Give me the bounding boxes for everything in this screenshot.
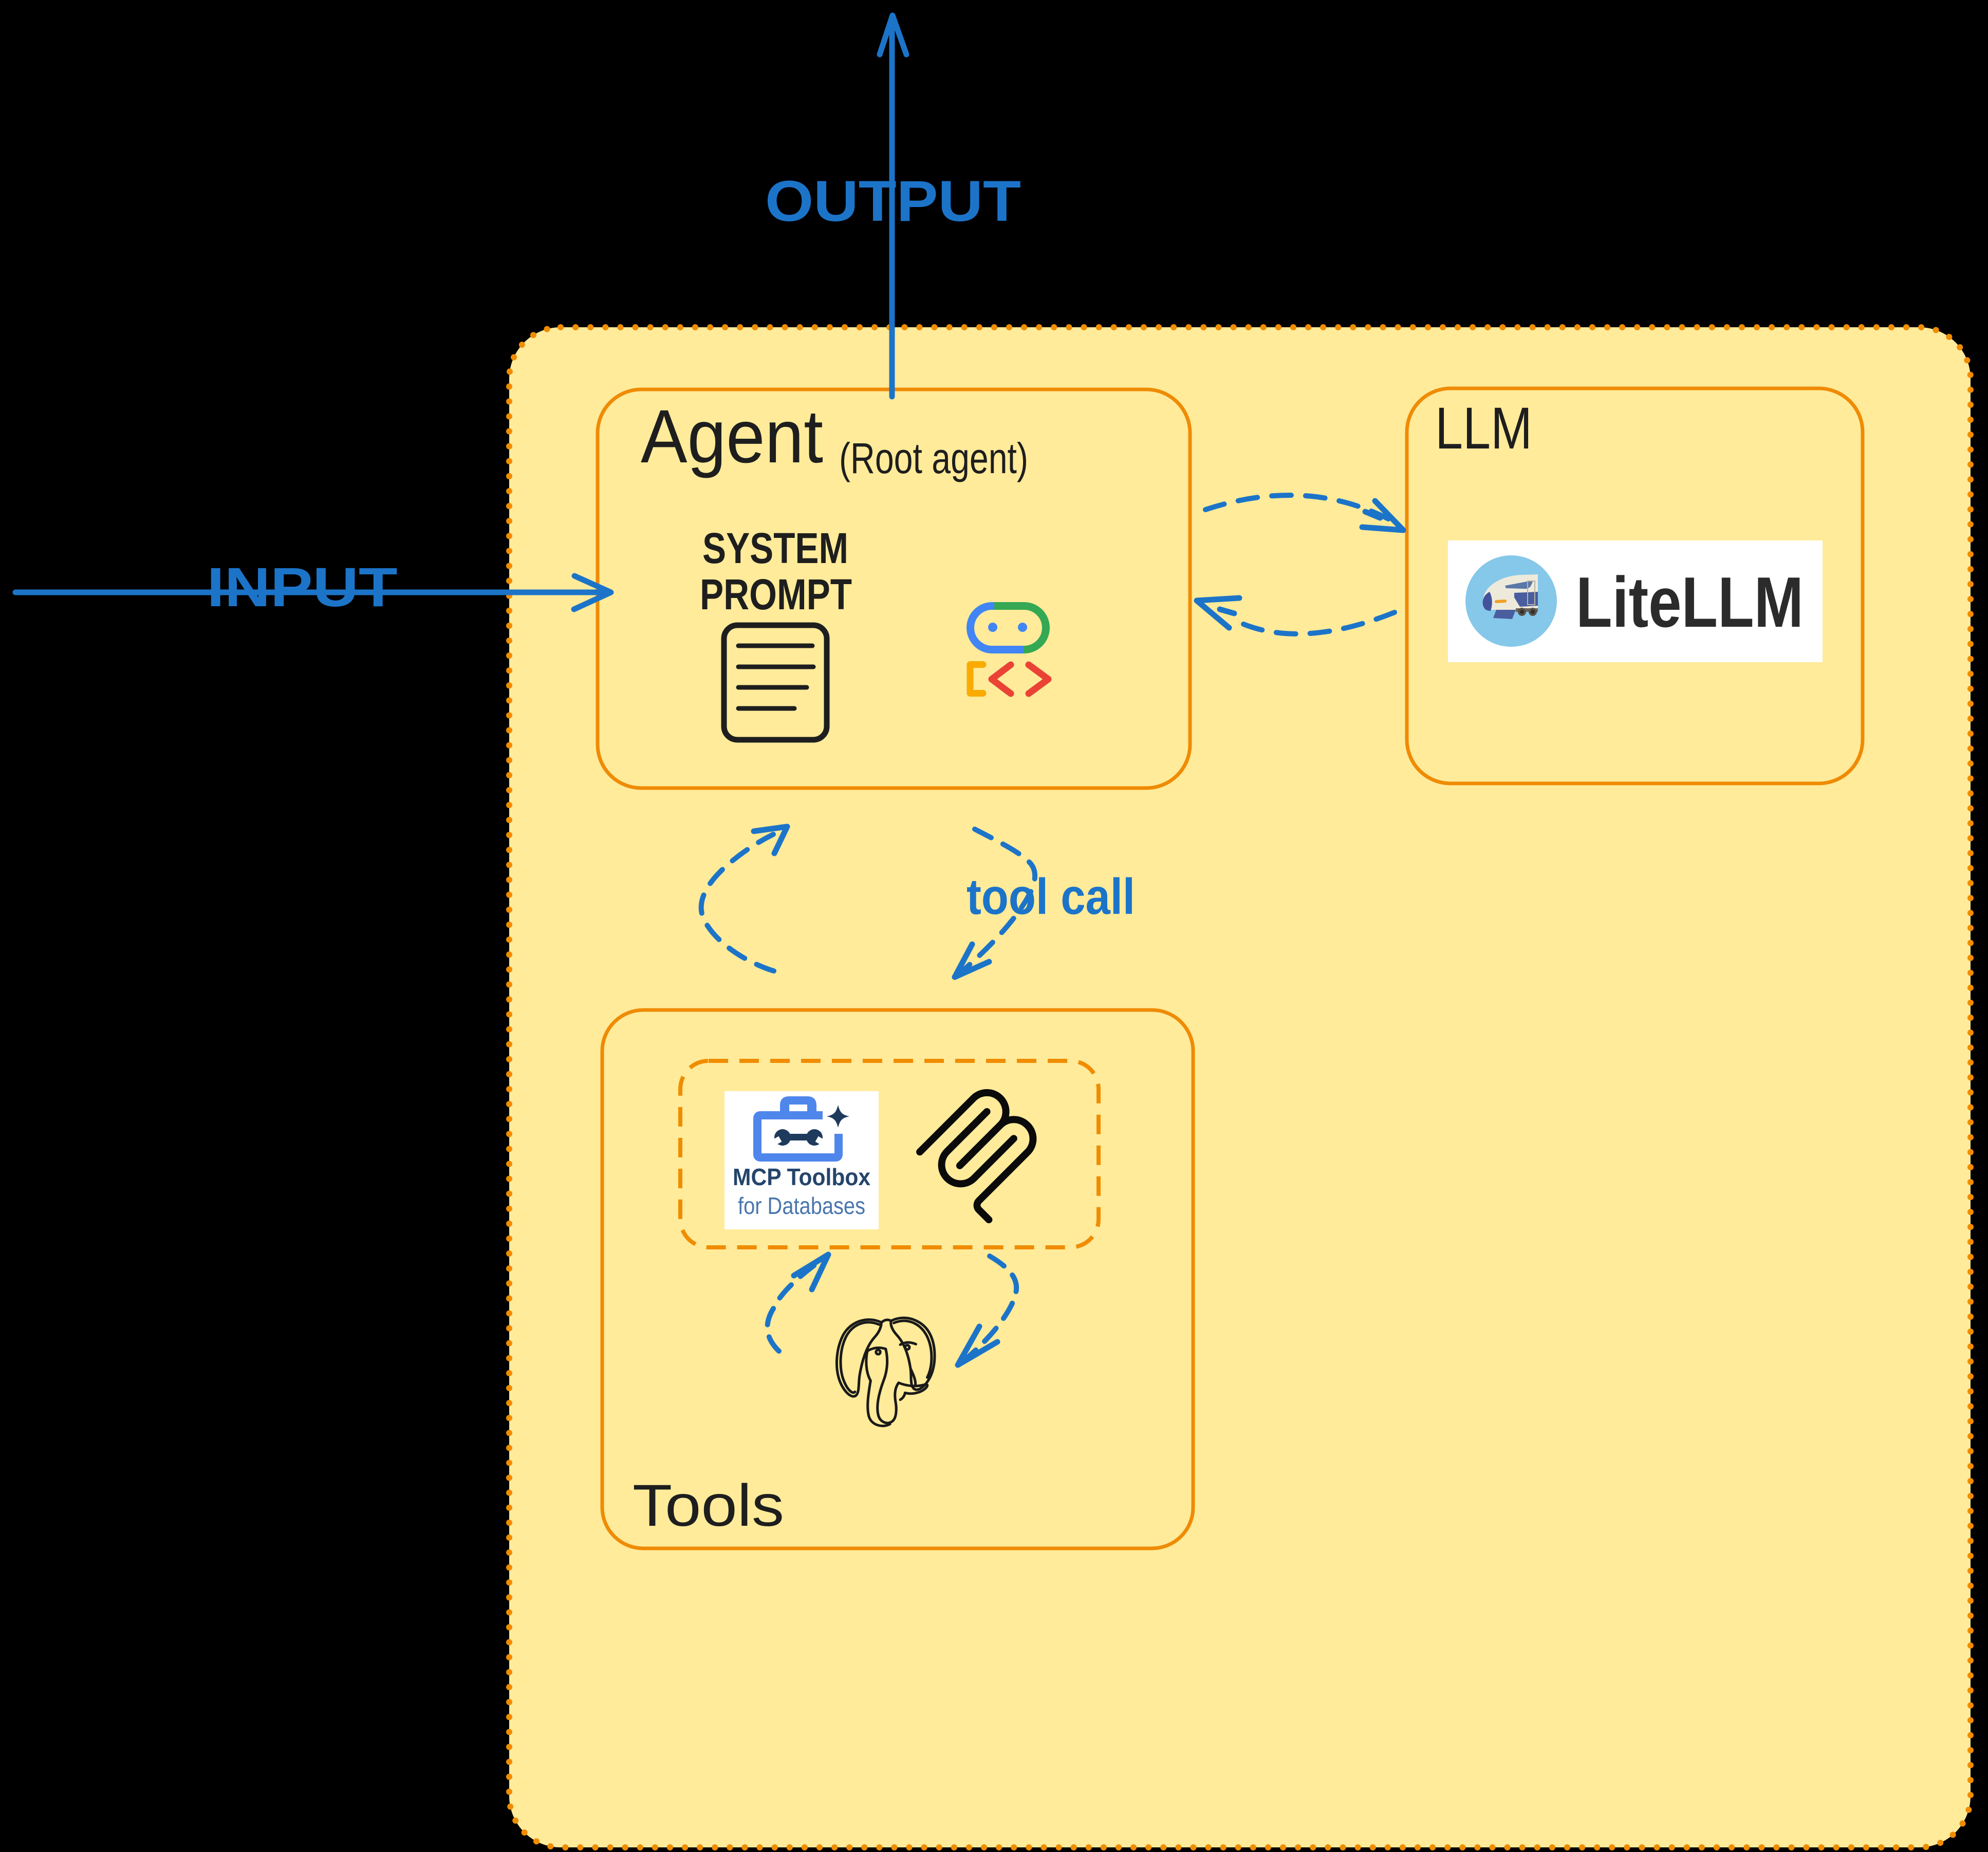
svg-text:SYSTEM: SYSTEM — [702, 524, 848, 572]
svg-text:LLM: LLM — [1435, 396, 1532, 461]
svg-text:Tools: Tools — [633, 1473, 784, 1539]
svg-text:LiteLLM: LiteLLM — [1576, 563, 1804, 642]
svg-text:MCP Toolbox: MCP Toolbox — [733, 1164, 870, 1190]
svg-text:OUTPUT: OUTPUT — [765, 169, 1021, 233]
svg-text:INPUT: INPUT — [207, 556, 398, 618]
svg-text:for Databases: for Databases — [738, 1192, 865, 1219]
svg-text:Agent: Agent — [641, 395, 823, 479]
svg-text:(Root agent): (Root agent) — [839, 434, 1028, 482]
svg-text:tool call: tool call — [967, 868, 1135, 925]
svg-text:PROMPT: PROMPT — [700, 570, 852, 619]
